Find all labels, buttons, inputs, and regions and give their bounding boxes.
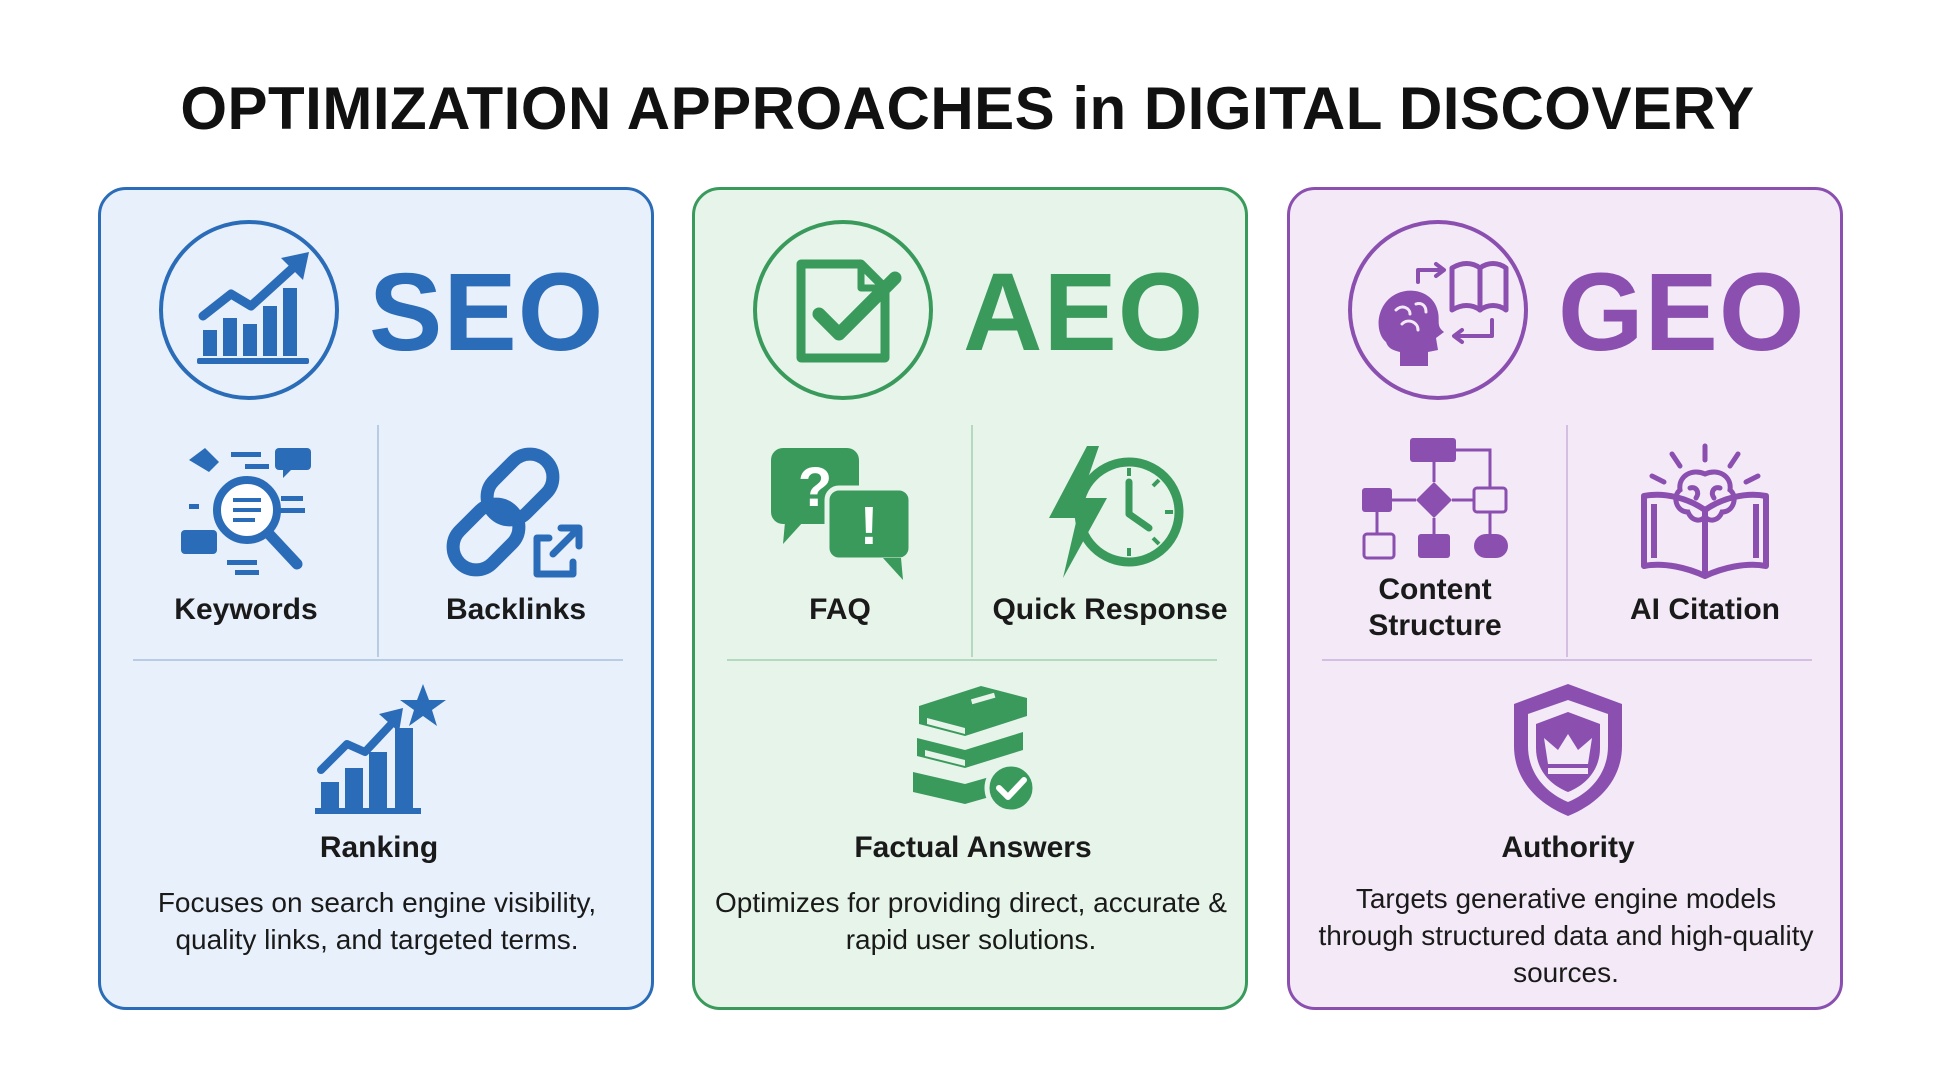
seo-horizontal-divider <box>133 659 623 661</box>
geo-item-ai-citation: AI Citation <box>1575 442 1835 628</box>
seo-title: SEO <box>369 251 605 374</box>
ranking-star-icon <box>315 684 446 814</box>
page-title: OPTIMIZATION APPROACHES in DIGITAL DISCO… <box>180 75 1755 142</box>
verified-books-icon <box>913 686 1038 815</box>
geo-item-authority: Authority <box>1418 680 1718 866</box>
seo-hero-circle <box>159 220 339 400</box>
aeo-quick-response-label: Quick Response <box>992 593 1228 626</box>
aeo-title: AEO <box>963 251 1205 374</box>
seo-backlinks-label: Backlinks <box>445 593 587 626</box>
aeo-factual-answers-label: Factual Answers <box>854 831 1092 864</box>
brain-book-open-icon <box>1641 443 1769 579</box>
crown-shield-icon <box>1514 684 1622 816</box>
geo-item-content-structure: Content Structure <box>1310 436 1560 644</box>
growth-chart-icon <box>197 252 309 364</box>
geo-content-structure-label: Content Structure <box>1368 573 1502 642</box>
geo-vertical-divider <box>1566 425 1568 657</box>
geo-authority-label: Authority <box>1501 831 1635 864</box>
seo-item-ranking: Ranking <box>229 680 529 866</box>
seo-keywords-label: Keywords <box>174 593 318 626</box>
keyword-search-icon <box>181 448 311 575</box>
lightning-clock-icon <box>1049 446 1184 578</box>
aeo-hero-circle <box>753 220 933 400</box>
aeo-faq-label: FAQ <box>809 593 871 626</box>
aeo-vertical-divider <box>971 425 973 657</box>
question-bubbles-icon: ? ! <box>771 448 914 580</box>
aeo-description: Optimizes for providing direct, accurate… <box>715 887 1227 955</box>
aeo-item-factual-answers: Factual Answers <box>823 680 1123 866</box>
seo-card: SEO Keywords <box>98 187 654 1010</box>
aeo-horizontal-divider <box>727 659 1217 661</box>
geo-description: Targets generative engine models through… <box>1318 883 1814 988</box>
geo-card: GEO Content Structure <box>1287 187 1843 1010</box>
aeo-card: AEO ? ! FAQ Quick Response <box>692 187 1248 1010</box>
aeo-item-quick-response: Quick Response <box>980 442 1240 628</box>
seo-description: Focuses on search engine visibility, qua… <box>157 887 597 955</box>
seo-item-keywords: Keywords <box>121 442 371 628</box>
checklist-document-icon <box>796 259 902 363</box>
geo-horizontal-divider <box>1322 659 1812 661</box>
svg-text:!: ! <box>860 496 878 556</box>
brain-book-icon <box>1378 261 1509 366</box>
chain-link-icon <box>446 447 583 578</box>
geo-hero-circle <box>1348 220 1528 400</box>
geo-title: GEO <box>1558 251 1806 374</box>
seo-item-backlinks: Backlinks <box>386 442 646 628</box>
seo-ranking-label: Ranking <box>319 831 439 864</box>
seo-vertical-divider <box>377 425 379 657</box>
aeo-item-faq: ? ! FAQ <box>715 442 965 628</box>
geo-ai-citation-label: AI Citation <box>1630 593 1780 626</box>
flowchart-icon <box>1362 438 1508 560</box>
